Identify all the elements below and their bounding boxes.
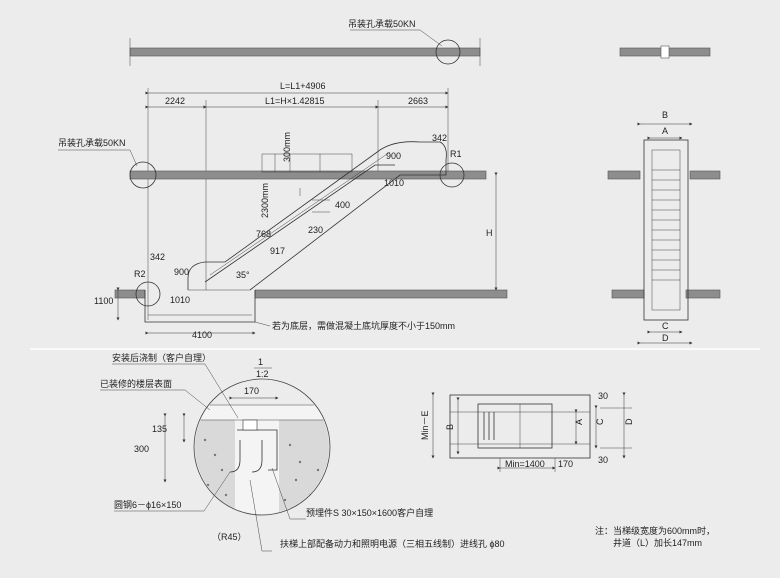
note-line2: 井道（L）加长147mm — [613, 537, 702, 548]
front-B: B — [662, 110, 668, 120]
dim-H: H — [486, 228, 493, 238]
cast-after-label: 安装后浇制（客户自理） — [112, 352, 211, 363]
plan-min-1400: Min=1400 — [505, 459, 545, 469]
dim-342-top: 342 — [432, 133, 447, 143]
front-C: C — [662, 321, 669, 331]
plan-A: A — [574, 419, 584, 425]
R2-label: R2 — [134, 269, 146, 279]
plan-truss — [477, 403, 553, 449]
dim-L1: L1=H×1.42815 — [265, 96, 325, 106]
dim-2663: 2663 — [408, 96, 428, 106]
top-plan-view: 吊装孔承载50KN — [129, 18, 711, 66]
dim-900-bot: 900 — [174, 267, 189, 277]
R2-circle — [135, 281, 161, 307]
step-lines — [652, 169, 680, 281]
plan-B: B — [445, 424, 455, 430]
plan-D: D — [624, 418, 634, 425]
bottom-pit — [144, 290, 256, 323]
scale-num: 1 — [258, 357, 263, 367]
plan-30-top: 30 — [598, 391, 608, 401]
detail-170: 170 — [244, 386, 259, 396]
detail-view: 170 135 300 1 1:2 安装后浇制（客户自理） 已装修的楼层表面 圆… — [100, 352, 505, 552]
dim-1100: 1100 — [94, 296, 113, 306]
dim-L-total: L=L1+4906 — [280, 81, 326, 91]
plan-C: C — [595, 418, 605, 425]
dim-2300mm: 2300mm — [260, 183, 270, 218]
plan-min-e: Min－E — [420, 410, 430, 440]
lifting-hole-left-icon — [129, 161, 157, 189]
front-D: D — [662, 333, 669, 343]
note: 注：当梯级宽度为600mm时， 井道（L）加长147mm — [595, 525, 715, 548]
lifting-hole-top-label: 吊装孔承载50KN — [348, 18, 416, 29]
detail-300: 300 — [134, 444, 149, 454]
rebar-label: 圆钢6－ϕ16×150 — [114, 499, 181, 510]
detail-135: 135 — [152, 424, 167, 434]
dim-4100: 4100 — [192, 330, 212, 340]
dim-1010-bot: 1010 — [170, 295, 190, 305]
front-A: A — [662, 126, 668, 136]
angle-label: 35° — [236, 270, 250, 280]
embedded-label: 预埋件S 30×150×1600客户自理 — [306, 507, 433, 518]
front-section-view: B A C D — [607, 110, 721, 345]
R45-label: （R45） — [212, 532, 247, 542]
R1-label: R1 — [450, 149, 462, 159]
scale-den: 1:2 — [256, 369, 269, 379]
pit-note: 若为底层，需做混凝土底坑厚度不小于150mm — [272, 320, 455, 331]
plan-outline — [449, 394, 591, 459]
front-truss — [643, 139, 689, 321]
dim-400: 400 — [335, 200, 350, 210]
lifting-hole-top-icon — [435, 39, 461, 65]
dim-342-bot: 342 — [150, 252, 165, 262]
plan-170: 170 — [558, 459, 573, 469]
plan-view: Min－E B A C D 30 30 Min=1400 170 — [420, 391, 634, 472]
top-slab — [129, 47, 481, 57]
dim-230: 230 — [308, 225, 323, 235]
lower-floor-slab — [254, 289, 508, 299]
dim-917: 917 — [270, 246, 285, 256]
lifting-hole-left-label: 吊装孔承载50KN — [58, 137, 126, 148]
dim-300mm: 300mm — [282, 132, 292, 162]
side-elevation-view: L=L1+4906 2242 L1=H×1.42815 2663 吊装孔承载50… — [58, 81, 508, 340]
note-line1: 注：当梯级宽度为600mm时， — [595, 525, 715, 536]
escalator-truss — [187, 141, 447, 291]
power-label: 扶梯上部配备动力和照明电源（三相五线制）进线孔 ϕ80 — [280, 538, 505, 549]
finished-floor-label: 已装修的楼层表面 — [100, 378, 172, 389]
dim-2242: 2242 — [165, 96, 185, 106]
dim-1010-top: 1010 — [384, 178, 404, 188]
plan-30-bot: 30 — [598, 455, 608, 465]
dim-768: 768 — [256, 229, 271, 239]
dim-900-top: 900 — [386, 151, 401, 161]
